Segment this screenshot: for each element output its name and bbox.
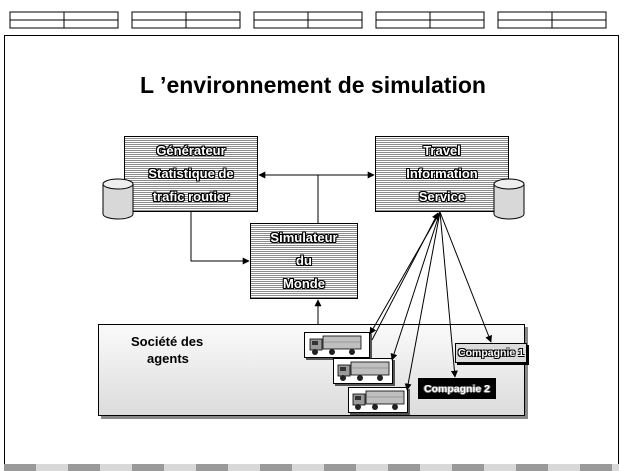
society-label-line-1: Société des	[131, 334, 204, 349]
generator-box: Générateur Statistique de trafic routier	[124, 136, 258, 212]
footer-strip	[4, 464, 619, 471]
truck-box-2	[333, 358, 393, 384]
generator-line-1: Générateur	[156, 142, 226, 158]
society-label: Société des agents	[131, 333, 203, 367]
travel-info-box: Travel Information Service	[375, 136, 509, 212]
generator-line-2: Statistique de	[148, 165, 234, 181]
simulator-line-3: Monde	[283, 276, 325, 292]
header-bar	[4, 4, 619, 36]
truck-box-1	[304, 332, 370, 358]
slide-title: L ’environnement de simulation	[140, 72, 486, 98]
truck-box-3	[348, 387, 408, 413]
company-1-box: Compagnie 1	[455, 343, 527, 363]
company-2-box: Compagnie 2	[418, 378, 496, 399]
header-decoration	[9, 11, 607, 29]
travel-line-1: Travel	[423, 142, 461, 158]
simulator-line-2: du	[296, 252, 312, 268]
society-label-line-2: agents	[147, 351, 189, 366]
travel-line-2: Information	[406, 165, 478, 181]
travel-line-3: Service	[418, 189, 466, 205]
generator-line-3: trafic routier	[152, 189, 230, 205]
simulator-line-1: Simulateur	[270, 229, 338, 245]
world-simulator-box: Simulateur du Monde	[250, 223, 358, 299]
